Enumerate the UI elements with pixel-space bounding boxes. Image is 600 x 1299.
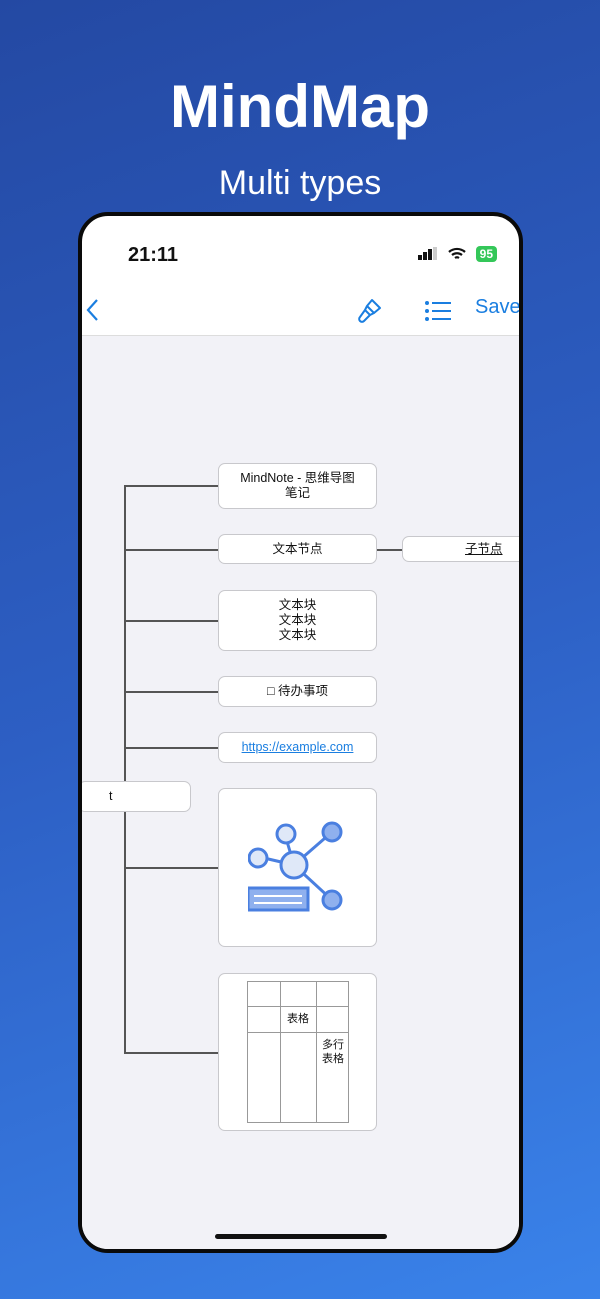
node-table[interactable]: 表格 多行 表格 <box>218 973 377 1131</box>
connector-trunk <box>124 486 126 1053</box>
paintbrush-icon[interactable] <box>354 296 384 326</box>
table-grid: 表格 多行 表格 <box>246 981 349 1123</box>
node-link[interactable]: https://example.com <box>218 732 377 763</box>
node-todo[interactable]: □ 待办事项 <box>218 676 377 707</box>
root-node[interactable]: t <box>82 781 191 812</box>
node-text-block[interactable]: 文本块 文本块 文本块 <box>218 590 377 651</box>
home-indicator[interactable] <box>215 1234 387 1239</box>
chevron-left-icon[interactable] <box>86 298 100 322</box>
status-icons: 95 <box>417 246 497 262</box>
nav-bar: Save <box>82 278 519 336</box>
mindmap-canvas[interactable]: t MindNote - 思维导图笔记 文本节点 文本块 文本块 文本块 □ 待… <box>82 336 519 1249</box>
child-node-label: 子节点 <box>465 541 503 556</box>
table-cell-multiline: 多行 表格 <box>322 1039 344 1065</box>
promo-title: MindMap <box>170 73 430 140</box>
connector <box>124 1052 218 1054</box>
connector <box>124 620 218 622</box>
connector <box>124 691 218 693</box>
promo-subtitle: Multi types <box>218 164 382 202</box>
signal-icon <box>417 247 437 260</box>
connector <box>124 485 218 487</box>
child-node[interactable]: 子节点 <box>402 536 519 562</box>
wifi-icon <box>447 247 466 259</box>
list-icon[interactable] <box>424 300 452 322</box>
phone-frame: 21:11 95 Save t MindNote - 思维导图笔记 文本节点 文… <box>78 212 523 1253</box>
table-cell: 表格 <box>287 1013 309 1025</box>
node-title[interactable]: MindNote - 思维导图笔记 <box>218 463 377 509</box>
connector <box>376 549 402 551</box>
link-text[interactable]: https://example.com <box>241 740 354 754</box>
status-time: 21:11 <box>128 244 179 266</box>
mindmap-network-icon <box>247 821 342 911</box>
connector <box>124 747 218 749</box>
connector <box>124 867 218 869</box>
battery-indicator: 95 <box>475 246 497 262</box>
save-button[interactable]: Save <box>475 296 521 318</box>
connector <box>124 549 218 551</box>
node-image[interactable] <box>218 788 377 947</box>
node-text[interactable]: 文本节点 <box>218 534 377 564</box>
